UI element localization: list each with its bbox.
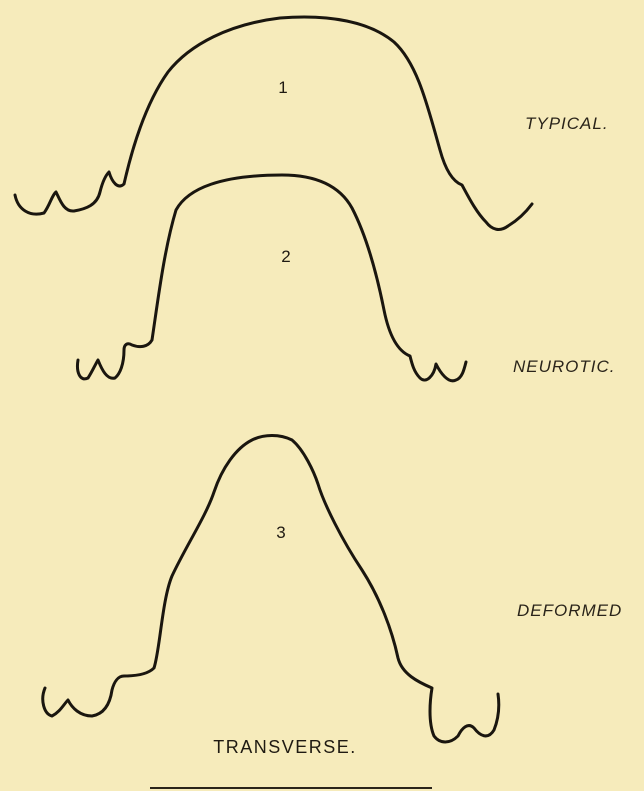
plate-caption: TRANSVERSE. (213, 737, 357, 757)
arch-outline-deformed (43, 436, 499, 743)
figure-number-2: 2 (281, 247, 290, 266)
arch-figure-1: 1 TYPICAL. (15, 17, 609, 229)
figure-number-3: 3 (276, 523, 285, 542)
figure-number-1: 1 (278, 78, 287, 97)
arch-outline-neurotic (77, 175, 466, 381)
figure-label-deformed: DEFORMED (517, 601, 622, 620)
figure-label-neurotic: NEUROTIC. (513, 357, 616, 376)
figure-label-typical: TYPICAL. (525, 114, 609, 133)
arch-figure-3: 3 DEFORMED (43, 436, 622, 743)
arch-figure-2: 2 NEUROTIC. (77, 175, 615, 381)
arch-outline-typical (15, 17, 532, 229)
